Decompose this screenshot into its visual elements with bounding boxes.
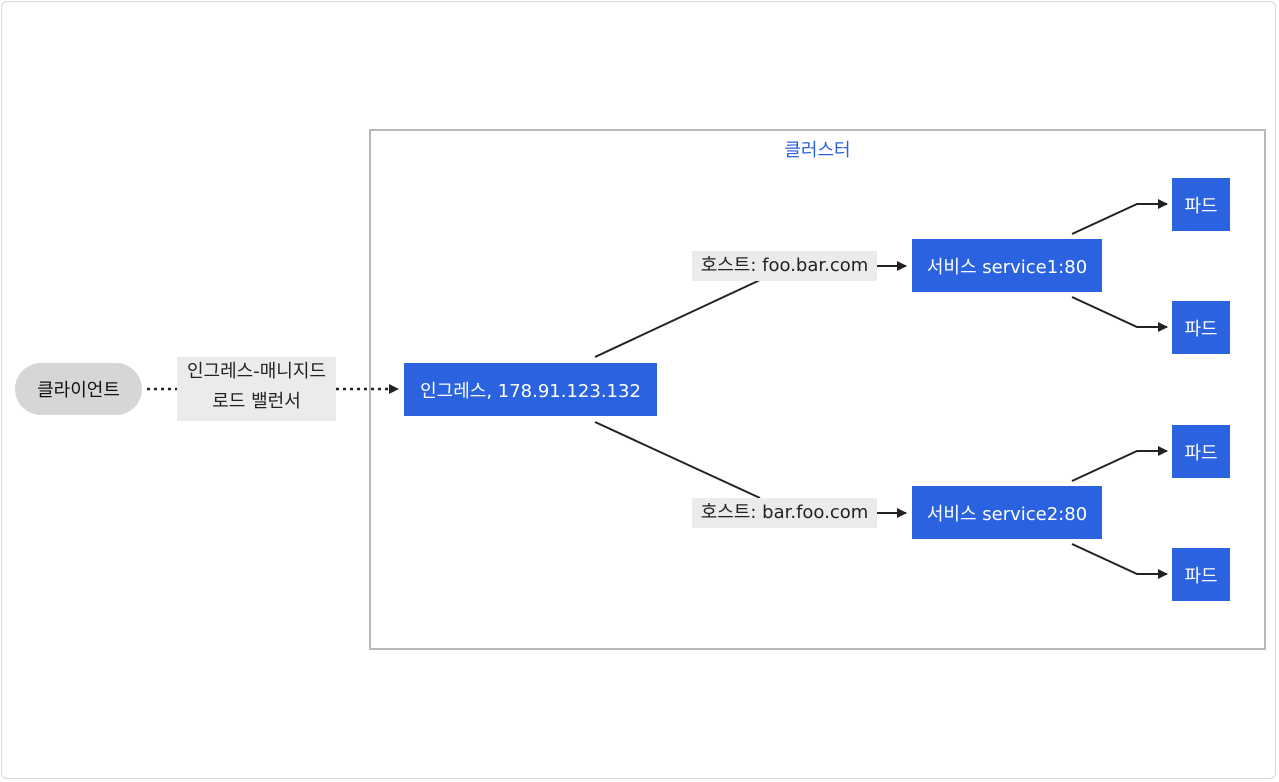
host-label-bar: 호스트: bar.foo.com [692, 498, 877, 528]
service1-node: 서비스 service1:80 [912, 239, 1102, 292]
service2-node: 서비스 service2:80 [912, 486, 1102, 539]
load-balancer-label-line2: 로드 밸런서 [212, 391, 301, 412]
pod-node: 파드 [1172, 548, 1230, 601]
edge-ingress-host1 [594, 279, 761, 358]
edge-service2-pod3 [1071, 446, 1168, 482]
edge-service2-pod4 [1071, 543, 1168, 579]
pod-node: 파드 [1172, 178, 1230, 231]
load-balancer-label-line1: 인그레스-매니지드 [187, 361, 326, 382]
pod-node: 파드 [1172, 301, 1230, 354]
load-balancer-label: 인그레스-매니지드 로드 밸런서 [177, 357, 336, 421]
edge-service1-pod1 [1071, 199, 1168, 235]
cluster-boundary [369, 129, 1266, 650]
cluster-label: 클러스터 [784, 140, 851, 161]
host-label-foo: 호스트: foo.bar.com [692, 251, 877, 281]
client-node: 클라이언트 [15, 363, 142, 415]
pod-node: 파드 [1172, 425, 1230, 478]
ingress-node: 인그레스, 178.91.123.132 [404, 363, 657, 416]
edge-ingress-host2 [594, 421, 761, 499]
edge-service1-pod2 [1071, 296, 1168, 332]
